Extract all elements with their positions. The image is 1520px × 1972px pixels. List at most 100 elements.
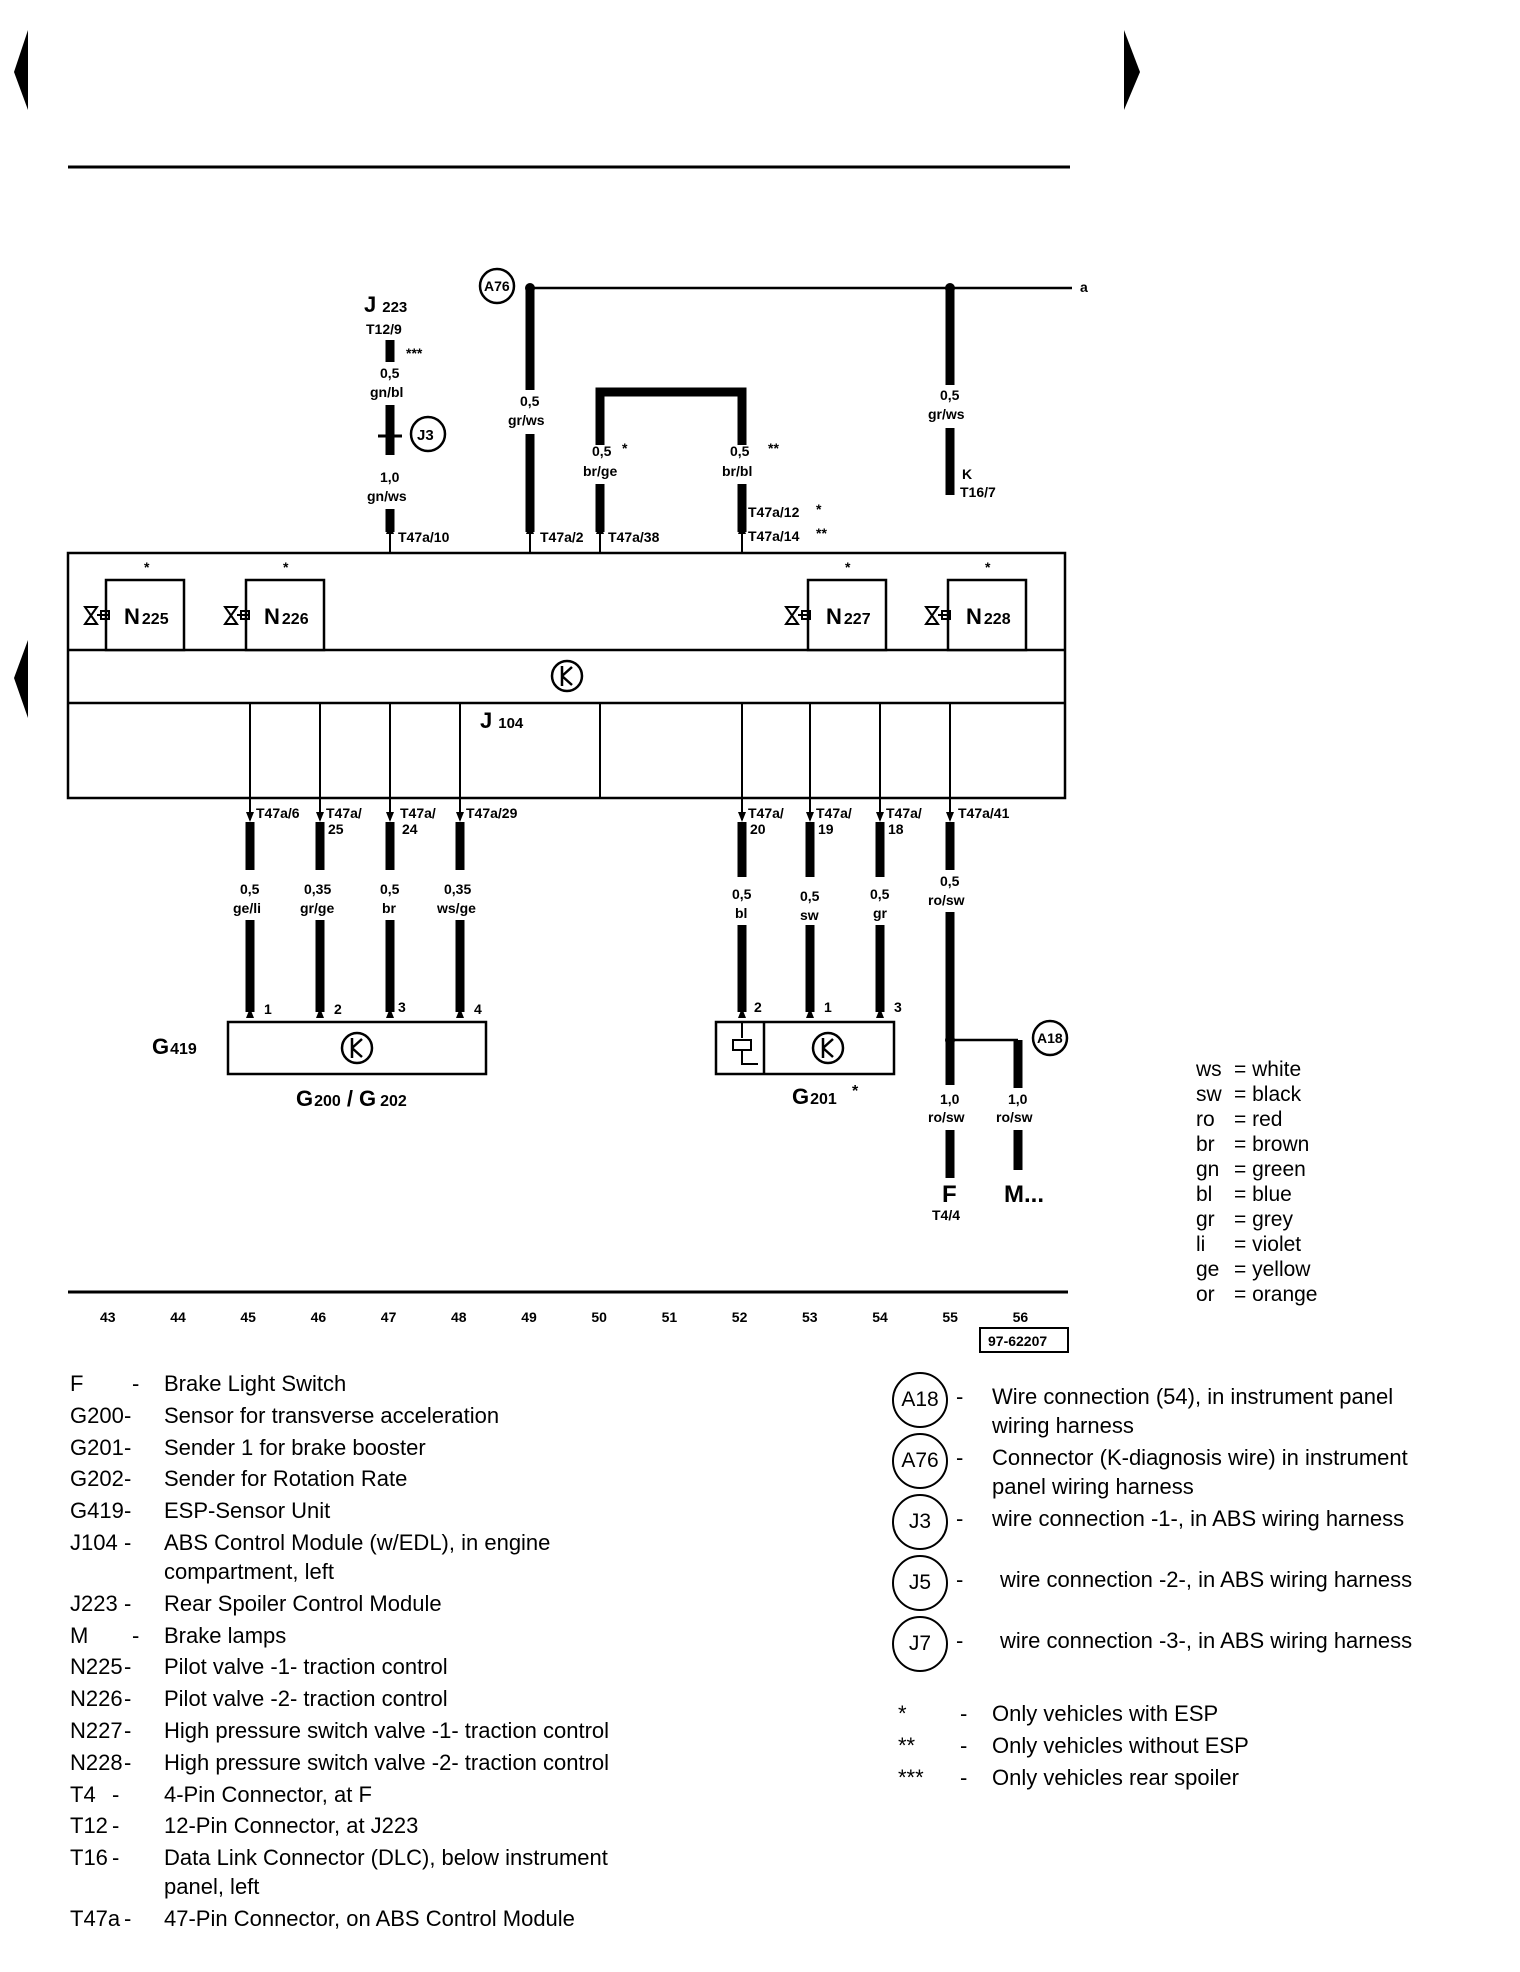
wire-j223-note: *** [406,345,423,361]
j223-pin: T12/9 [366,321,402,337]
color-name: = orange [1234,1283,1318,1306]
pin-arrow-icon [806,1008,814,1018]
legend-separator: - [112,1781,120,1807]
wire-53-pin-b: 19 [818,821,834,837]
legend-separator: - [124,1590,132,1616]
j3-connector-label: J3 [417,427,434,444]
legend-code: G200 [70,1402,124,1428]
scale-number: 48 [451,1309,467,1325]
prev-page-arrow-icon[interactable] [14,30,28,110]
n228-note: * [985,559,991,575]
pin-arrow-icon [316,1008,324,1018]
wire-49-color: gr/ws [508,412,545,428]
legend-description: 47-Pin Connector, on ABS Control Module [164,1906,575,1931]
color-code: gr [1196,1208,1215,1231]
color-legend-row: sw = black [1196,1082,1318,1107]
legend-code: N226 [70,1686,123,1712]
valve-icon [924,606,951,625]
color-name: = green [1234,1158,1306,1181]
wire-45-size: 0,5 [240,881,260,897]
legend-code: N225 [70,1654,123,1680]
scale-number: 52 [732,1309,748,1325]
note-mark: ** [898,1733,916,1758]
legend-description: High pressure switch valve -2- traction … [164,1749,610,1775]
wire-50-size: 0,5 [592,443,612,459]
wire-47-pin-b: 24 [402,821,418,837]
color-legend-row: li= violet [1196,1232,1318,1257]
g200-pin: 3 [398,999,406,1015]
color-name: = blue [1234,1183,1292,1206]
n227-valve [806,578,888,652]
legend-description: Brake lamps [164,1622,287,1648]
bridge-wire-50-52 [595,387,747,445]
legend-description: Pilot valve -1- traction control [164,1654,448,1680]
wire-48-pin: T47a/29 [466,805,518,821]
legend-description: Data Link Connector (DLC), below instrum… [164,1845,608,1871]
wire-45-pin: T47a/6 [256,805,300,821]
color-legend-row: ro= red [1196,1107,1318,1132]
electronics-symbol-icon [340,1031,374,1065]
a76-connector-icon [478,267,516,305]
wire-53-color: sw [800,907,819,923]
f-pin: T4/4 [932,1207,960,1223]
color-code: sw [1196,1083,1222,1106]
connection-description: wire connection -3-, in ABS wiring harne… [1000,1628,1413,1653]
pin-arrow-icon [738,812,746,822]
pin-arrow-icon [386,1008,394,1018]
wire-52-pin2: T47a/14 [748,528,800,544]
wire-49-size: 0,5 [520,393,540,409]
color-code: li [1196,1233,1206,1256]
connection-id-badge: A76 [892,1433,948,1489]
connection-id-badge: J7 [892,1616,948,1672]
a18-connector-label: A18 [1037,1030,1063,1046]
color-name: = black [1234,1083,1302,1106]
pin-arrow-icon [596,524,604,534]
legend-separator: - [124,1749,132,1775]
electronics-symbol-icon [550,659,584,693]
n228-valve [946,578,1028,652]
legend-separator: - [124,1906,132,1931]
scale-number: 49 [521,1309,537,1325]
wire-52b-pin-b: 20 [750,821,766,837]
g419-label: G419 [152,1034,197,1059]
color-name: = white [1234,1058,1302,1081]
figure-id-box [979,1327,1069,1353]
legend-description: Sensor for transverse acceleration [164,1402,500,1428]
k-pin: T16/7 [960,484,996,500]
connection-separator: - [956,1567,964,1592]
prev-section-arrow-icon[interactable] [14,640,28,718]
electronics-symbol-icon [350,1038,363,1058]
legend-description: 4-Pin Connector, at F [164,1781,372,1807]
g201-pin: 3 [894,999,902,1015]
g201-sensor [714,1020,896,1076]
n226-note: * [283,559,289,575]
legend-code: T4 [70,1781,96,1807]
legend-description: Brake Light Switch [164,1371,347,1396]
wire-52-pin2-note: ** [816,525,827,541]
note-separator: - [960,1733,968,1758]
color-legend-row: ge= yellow [1196,1257,1318,1282]
wiring-diagram: a A76 0,5 gr/ws T47a/2 0,5 gr/ws K T16/7… [14,30,1140,1353]
connection-separator: - [956,1445,964,1470]
wire-52-pin1: T47a/12 [748,504,800,520]
wire-54-size: 0,5 [870,886,890,902]
wire-48-color: ws/ge [436,900,476,916]
wire-j3-color: gn/ws [367,488,407,504]
legend-description: Sender 1 for brake booster [164,1434,426,1460]
color-code: br [1196,1133,1215,1156]
wire-50-note: * [622,440,628,456]
next-page-arrow-icon[interactable] [1124,30,1140,110]
legend-separator: - [132,1622,140,1648]
wire-j3-pin: T47a/10 [398,529,450,545]
g200-pin: 1 [264,1001,272,1017]
color-name: = brown [1234,1133,1310,1156]
wire-46-size: 0,35 [304,881,331,897]
wire-52-size: 0,5 [730,443,750,459]
legend-code: J104 [70,1530,118,1555]
wire-m-color: ro/sw [996,1109,1033,1125]
legend-code: J223 [70,1590,118,1616]
legend-separator: - [112,1813,120,1839]
connection-separator: - [956,1506,964,1531]
wire-53-pin-a: T47a/ [816,805,852,821]
